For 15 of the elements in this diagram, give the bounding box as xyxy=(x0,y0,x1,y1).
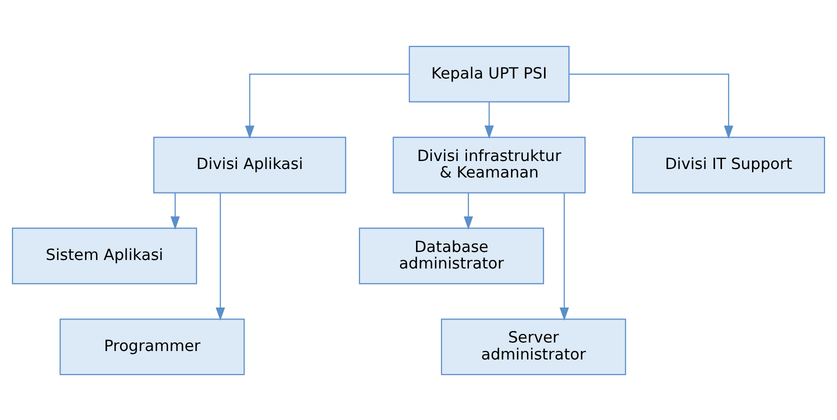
node-box: Server administrator xyxy=(440,318,626,375)
node-box: Divisi infrastruktur & Keamanan xyxy=(392,136,586,193)
arrow xyxy=(484,101,494,138)
node-box: Divisi IT Support xyxy=(632,136,826,193)
arrow xyxy=(245,73,410,138)
arrow xyxy=(569,73,734,138)
node-box: Programmer xyxy=(60,318,245,375)
arrow xyxy=(464,192,474,230)
arrow xyxy=(216,192,225,320)
node-box: Database administrator xyxy=(358,227,544,284)
node-box: Kepala UPT PSI xyxy=(408,45,570,102)
arrow xyxy=(560,192,569,320)
node-box: Divisi Aplikasi xyxy=(153,136,346,193)
arrow xyxy=(170,192,180,230)
node-box: Sistem Aplikasi xyxy=(12,227,198,284)
